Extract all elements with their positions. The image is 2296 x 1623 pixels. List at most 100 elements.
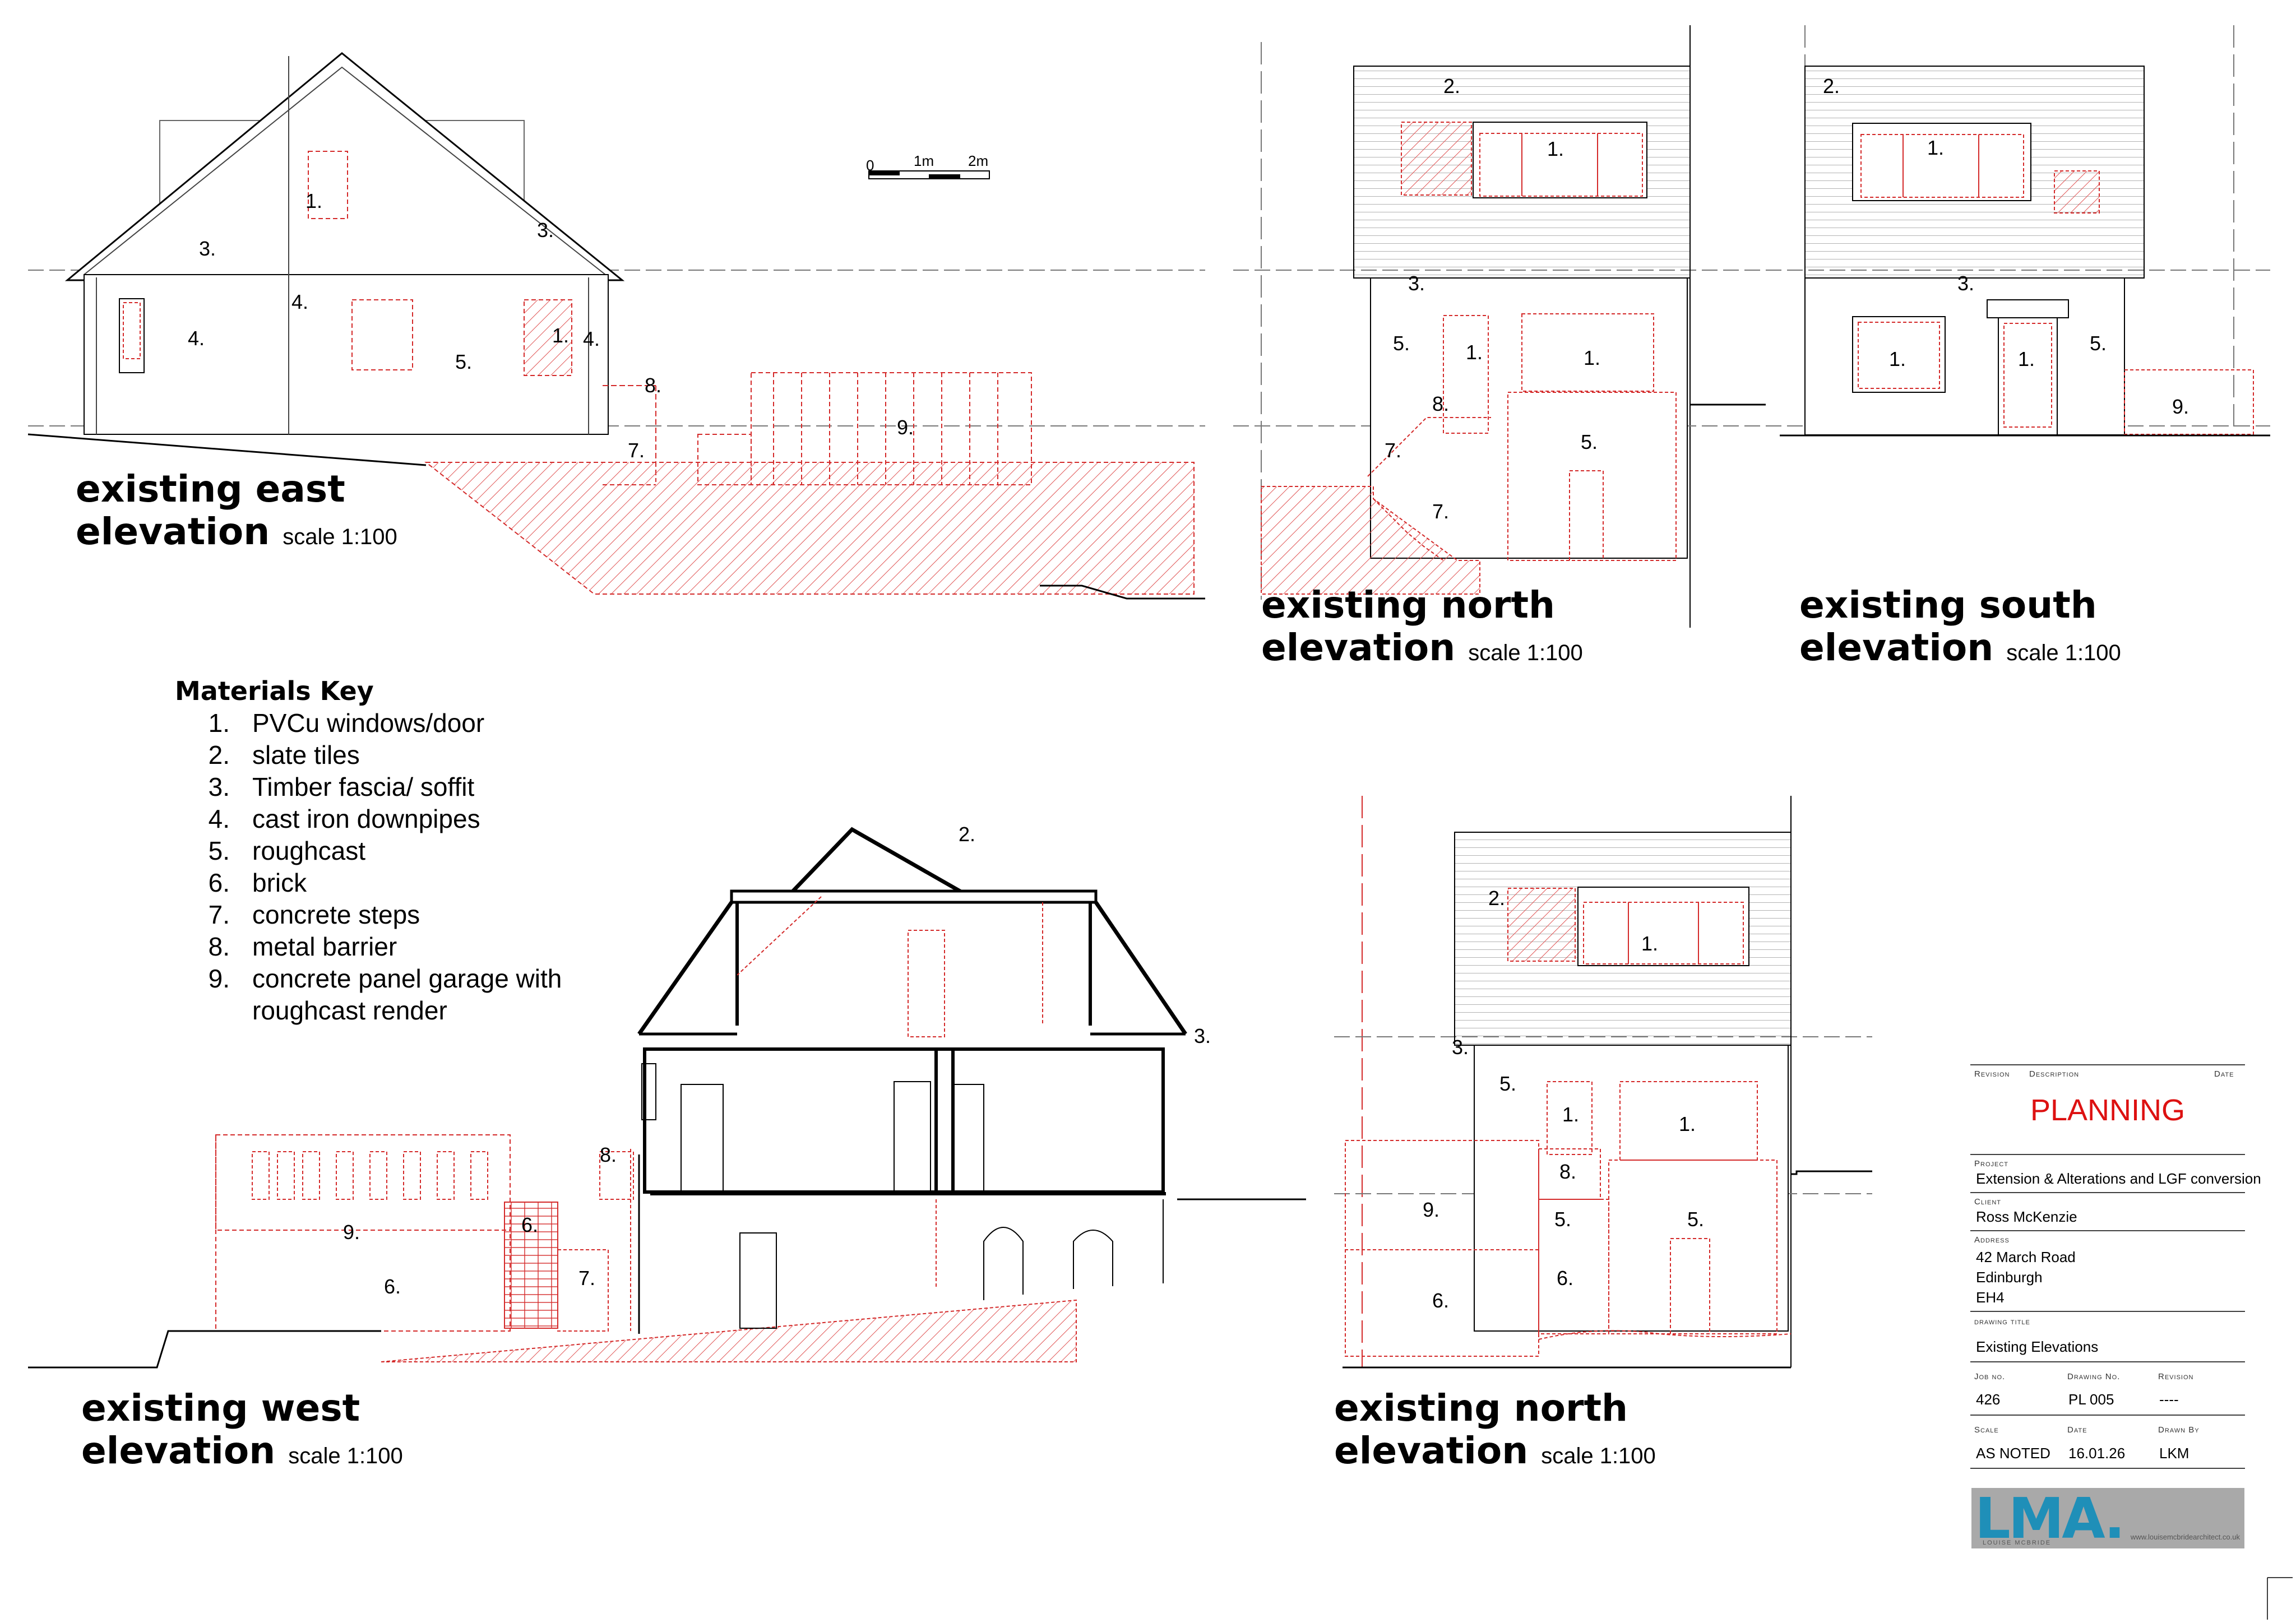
description-header: Description [2029,1069,2080,1079]
materials-key: Materials Key 1. PVCu windows/door 2. slate… [175,675,566,1027]
scale-label: Scale [1974,1425,1999,1435]
west-elevation [28,827,1306,1369]
callout: 9. [1423,1198,1440,1221]
title-scale: scale 1:100 [1468,641,1583,665]
materials-key-text: concrete panel garage with roughcast ren… [252,964,562,1025]
materials-key-number: 5. [208,836,230,865]
title-line2: elevation [81,1429,276,1472]
drawn-by-label: Drawn By [2158,1425,2200,1435]
materials-key-number: 6. [208,868,230,897]
title-south-elevation: existing south elevation scale 1:100 [1799,584,2121,674]
title-line1: existing west [81,1386,360,1430]
title-scale: scale 1:100 [2006,641,2121,665]
callout: 1. [1927,136,1945,159]
status-planning: PLANNING [2030,1093,2186,1127]
materials-key-text: slate tiles [252,740,360,769]
scale-bar [868,170,990,179]
client-label: Client [1974,1197,2002,1207]
title-north-elevation-1: existing north elevation scale 1:100 [1261,584,1583,674]
title-line1: existing east [76,467,345,511]
callout: 3. [1194,1024,1211,1047]
title-line2: elevation [1261,626,1456,669]
date-header: Date [2214,1069,2234,1079]
callout: 2. [1443,75,1461,98]
callout: 3. [1408,272,1425,295]
materials-key-item: 9. concrete panel garage with roughcast r… [175,963,566,1027]
scale-value: AS NOTED [1976,1445,2050,1462]
scale-one: 1m [914,152,934,169]
materials-key-item: 2. slate tiles [175,739,566,771]
revision-header: Revision [1974,1069,2010,1079]
callout: 2. [1488,887,1506,910]
callout: 1. [1584,346,1601,369]
materials-key-text: concrete steps [252,900,420,929]
south-elevation [1766,25,2270,437]
callout: 8. [1559,1160,1577,1183]
callout: 1. [1547,137,1564,160]
address-line1: 42 March Road [1976,1249,2076,1265]
project-label: Project [1974,1159,2009,1168]
callout: 7. [578,1267,596,1290]
callout: 5. [1499,1072,1517,1095]
logo-mark: LMA. [1975,1486,2125,1551]
north-elevation-2 [1334,796,1872,1369]
scale-zero: 0 [866,157,874,174]
address-line2: Edinburgh [1976,1269,2043,1286]
title-scale: scale 1:100 [1541,1444,1656,1468]
revision-value: ---- [2159,1391,2179,1408]
logo-name: LOUISE MCBRIDE [1983,1539,2052,1546]
callout: 8. [1432,392,1450,415]
title-line1: existing north [1261,583,1556,627]
callout: 7. [1432,500,1450,523]
date-label: Date [2067,1425,2087,1435]
callout: 9. [2172,395,2189,418]
callout: 5. [1581,430,1598,453]
callout: 1. [1562,1103,1580,1126]
logo-url: www.louisemcbridearchitect.co.uk [2130,1533,2240,1541]
callout: 3. [537,219,554,242]
materials-key-number: 3. [208,772,230,801]
drawn-by-value: LKM [2159,1445,2189,1462]
title-line1: existing south [1799,583,2097,627]
drawing-no-label: Drawing No. [2067,1372,2121,1381]
materials-key-text: brick [252,868,307,897]
callout: 5. [1554,1208,1572,1231]
east-elevation [27,52,1205,600]
materials-key-text: Timber fascia/ soffit [252,772,475,801]
callout: 5. [455,350,473,373]
callout: 5. [1687,1208,1705,1231]
drawing-title-label: drawing title [1974,1317,2030,1327]
callout: 6. [521,1213,539,1236]
title-line2: elevation [1334,1429,1529,1472]
materials-key-item: 7.concrete steps [175,899,566,931]
materials-key-list: 1. PVCu windows/door 2. slate tiles 3. Timber… [175,707,566,1027]
materials-key-number: 2. [208,740,230,769]
date-value: 16.01.26 [2068,1445,2126,1462]
callout: 1. [1889,347,1906,370]
callout: 7. [628,439,645,462]
callout: 7. [1385,439,1402,462]
drawing-no-value: PL 005 [2068,1391,2114,1408]
title-line1: existing north [1334,1386,1628,1430]
callout: 1. [552,324,570,347]
callout: 6. [1432,1289,1450,1312]
materials-key-number: 9. [208,964,230,993]
job-no-value: 426 [1976,1391,2001,1408]
callout: 8. [645,374,662,397]
materials-key-text: roughcast [252,836,366,865]
callout: 6. [1557,1267,1574,1290]
materials-key-heading: Materials Key [175,676,374,706]
materials-key-item: 1. PVCu windows/door [175,707,566,739]
materials-key-item: 3. Timber fascia/ soffit [175,771,566,803]
address-line3: EH4 [1976,1289,2005,1306]
callout: 9. [343,1221,360,1244]
materials-key-number: 1. [208,708,230,738]
callout: 1. [1641,932,1659,955]
scale-two: 2m [968,152,989,169]
materials-key-text: PVCu windows/door [252,708,485,738]
materials-key-text: metal barrier [252,932,397,961]
callout: 9. [897,416,914,439]
materials-key-item: 6. brick [175,867,566,899]
